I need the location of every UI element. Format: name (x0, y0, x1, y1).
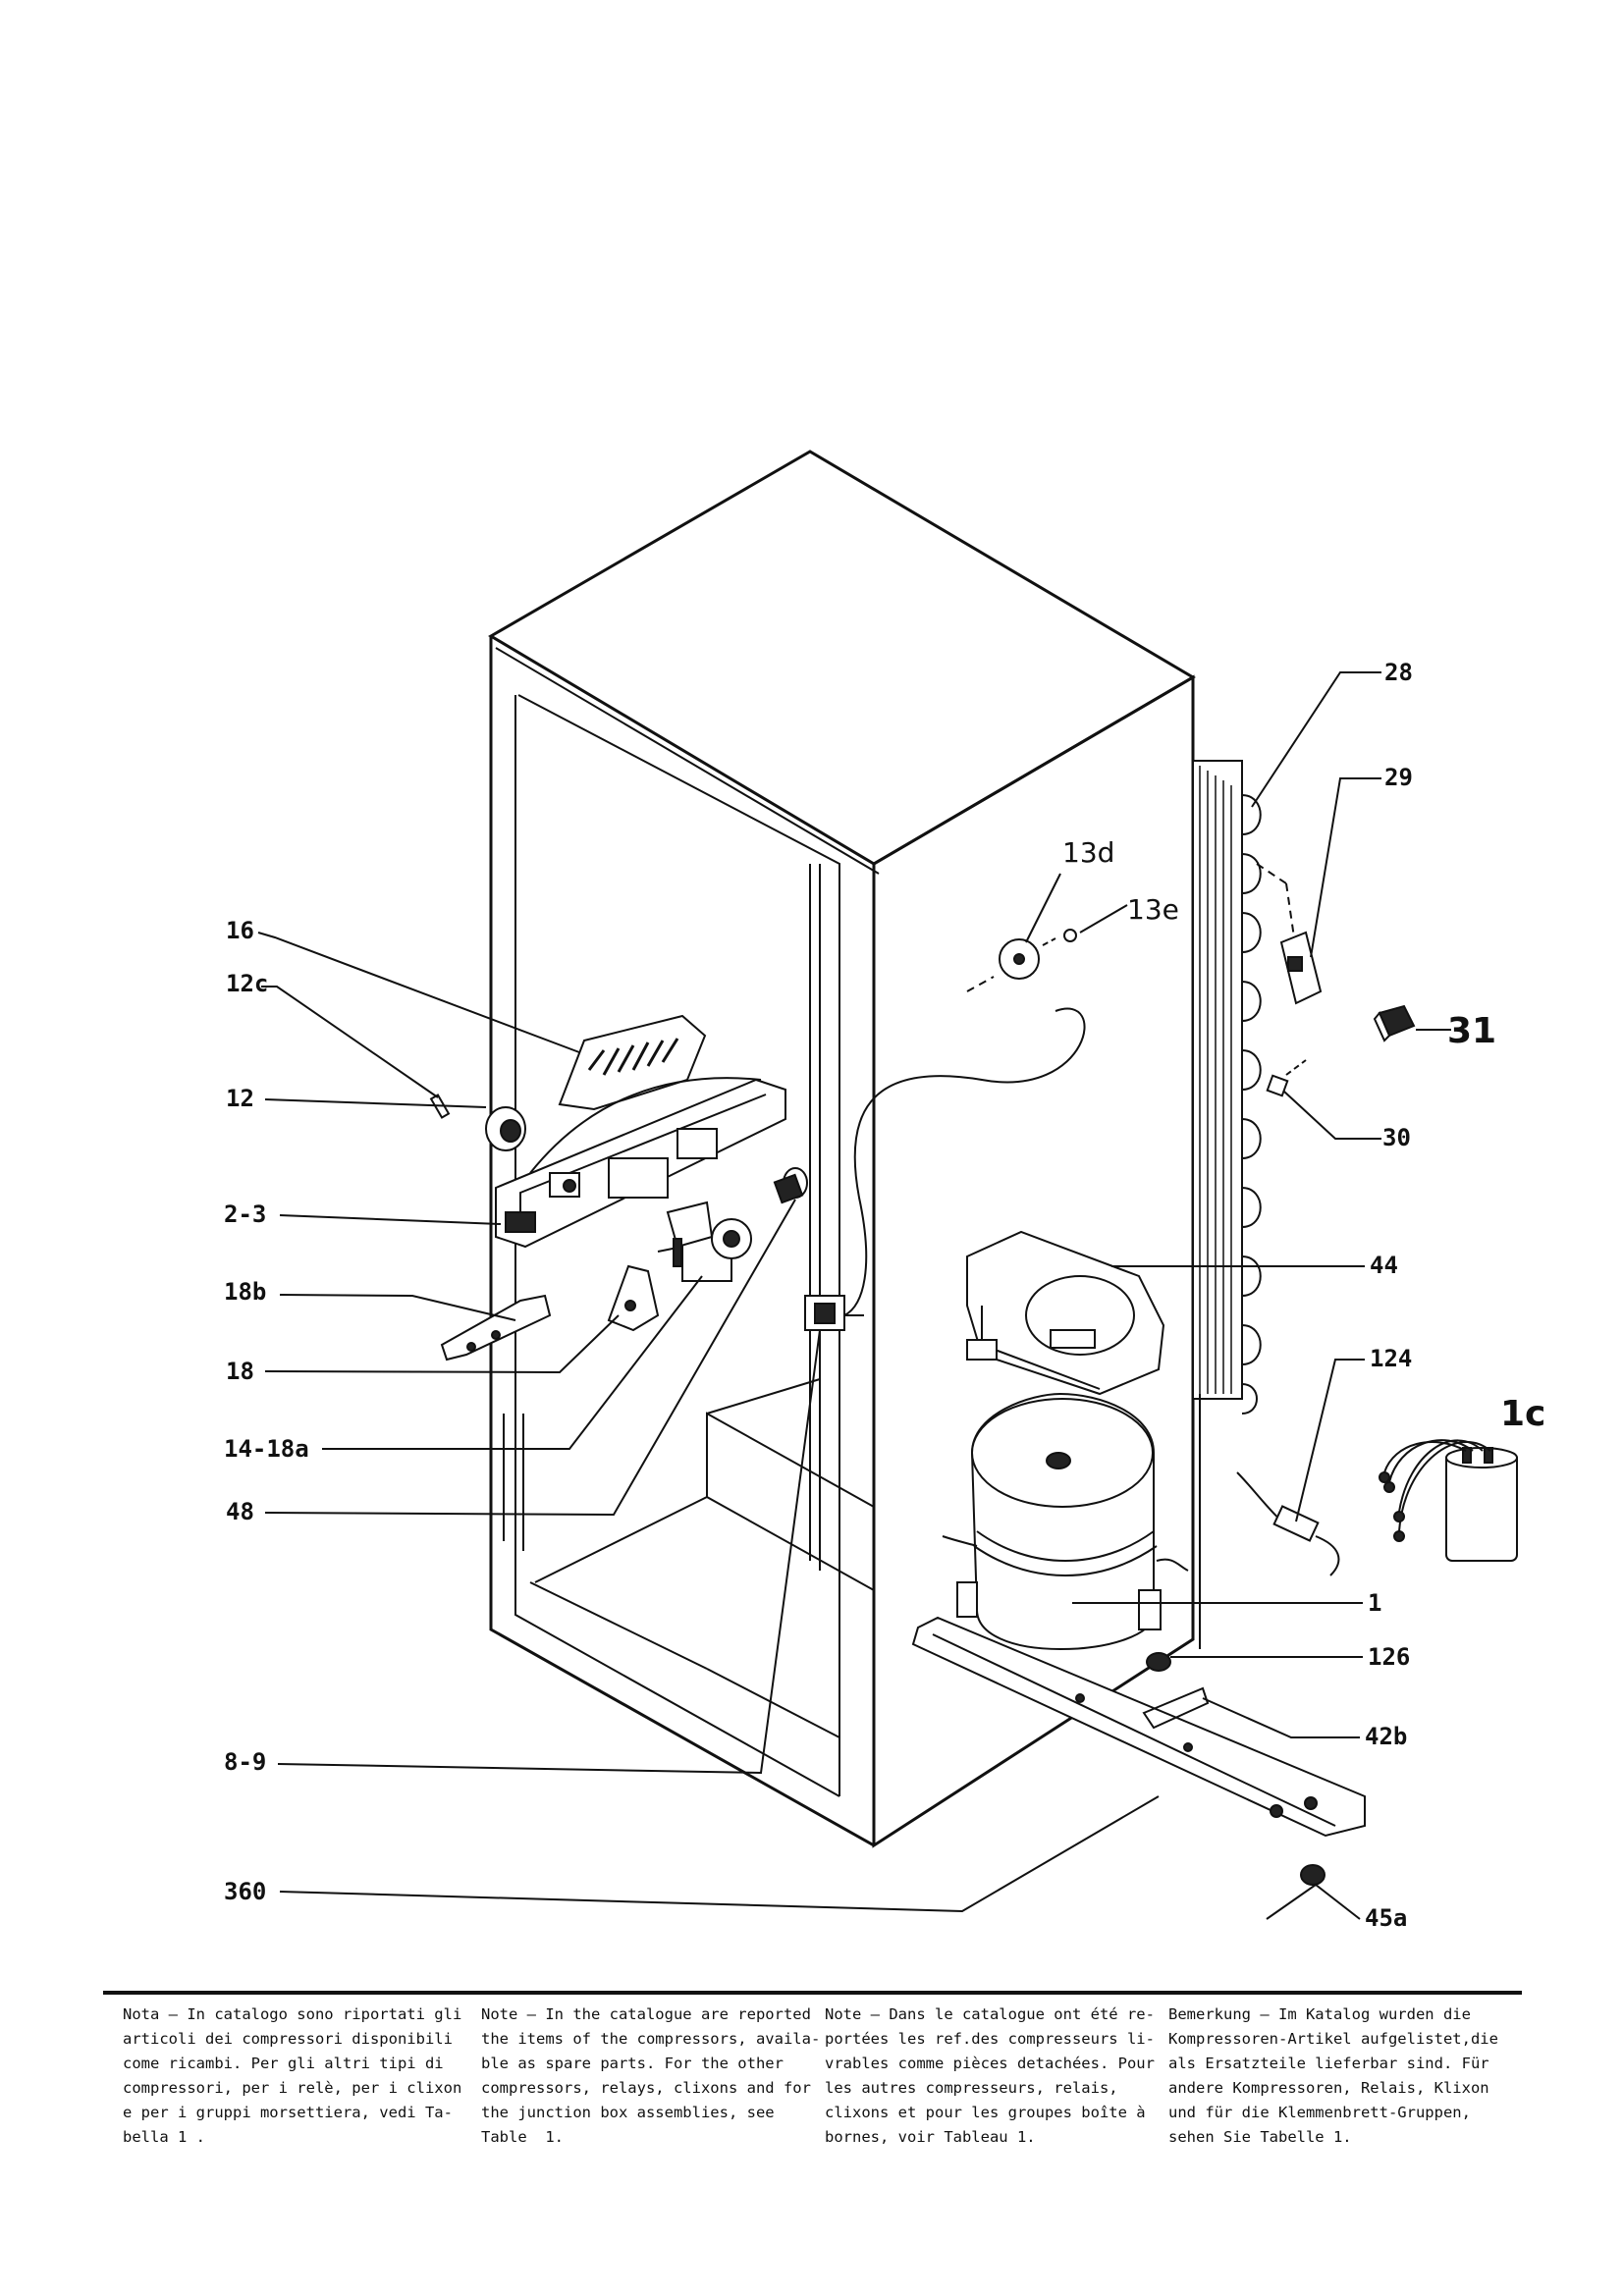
label-1: 1 (1368, 1589, 1381, 1617)
part-31-clip (1373, 1004, 1416, 1042)
label-13d: 13d (1062, 836, 1114, 869)
leader-lines (257, 671, 1451, 1920)
label-12: 12 (226, 1085, 254, 1112)
condenser-coil (1192, 760, 1262, 1649)
part-1-compressor (942, 1392, 1189, 1651)
label-2-3: 2-3 (224, 1201, 266, 1228)
label-45a: 45a (1365, 1904, 1407, 1932)
wiring-cable (843, 1007, 1086, 1316)
notes-divider (103, 1991, 1522, 1995)
label-1c: 1c (1500, 1394, 1545, 1434)
label-360: 360 (224, 1878, 266, 1905)
part-126-grommet (1146, 1652, 1171, 1672)
part-30-nut (1266, 1059, 1307, 1097)
part-16-lamp-cover (558, 1014, 707, 1111)
part-2-3-thermostat-housing (495, 1077, 786, 1249)
notes-section: Nota – In catalogo sono riportati gli ar… (0, 2002, 1623, 2199)
label-16: 16 (226, 917, 254, 944)
part-13d-disc (966, 937, 1056, 992)
note-german: Bemerkung – Im Katalog wurden die Kompre… (1168, 2005, 1498, 2146)
label-18b: 18b (224, 1278, 266, 1306)
label-12c: 12c (226, 970, 268, 997)
part-8-9-relay (804, 1295, 864, 1331)
label-48: 48 (226, 1498, 254, 1525)
label-18: 18 (226, 1358, 254, 1385)
refrigerator-cabinet (488, 450, 1196, 1848)
label-44: 44 (1370, 1252, 1398, 1279)
part-14-18a-thermostat (657, 1201, 752, 1282)
label-124: 124 (1370, 1345, 1412, 1372)
label-30: 30 (1382, 1124, 1411, 1151)
note-french: Note – Dans le catalogue ont été re- por… (825, 2005, 1155, 2146)
part-42b-mounting-plate (911, 1616, 1366, 1838)
part-44-evaporation-tray (966, 1230, 1165, 1396)
part-13e-ring (1063, 929, 1077, 942)
label-13e: 13e (1127, 893, 1179, 926)
callout-labels: 28 29 13d 13e 31 16 12c 12 30 2-3 44 18b… (224, 659, 1545, 1932)
part-29-bracket (1256, 863, 1323, 1005)
part-1c-capacitor (1379, 1439, 1518, 1562)
part-18-bracket (607, 1264, 660, 1332)
part-124-thermal-protector (1236, 1471, 1340, 1576)
part-18b-knob-handle (440, 1294, 552, 1362)
label-126: 126 (1368, 1643, 1410, 1671)
label-42b: 42b (1365, 1723, 1407, 1750)
label-14-18a: 14-18a (224, 1435, 309, 1463)
note-italian: Nota – In catalogo sono riportati gli ar… (123, 2005, 462, 2146)
part-12-knob (485, 1106, 526, 1151)
part-45a-foot (1300, 1864, 1325, 1886)
part-48-lamp-holder (773, 1167, 808, 1204)
note-english: Note – In the catalogue are reported the… (481, 2005, 821, 2146)
label-28: 28 (1384, 659, 1413, 686)
label-8-9: 8-9 (224, 1748, 266, 1776)
label-29: 29 (1384, 764, 1413, 791)
label-31: 31 (1447, 1011, 1496, 1051)
